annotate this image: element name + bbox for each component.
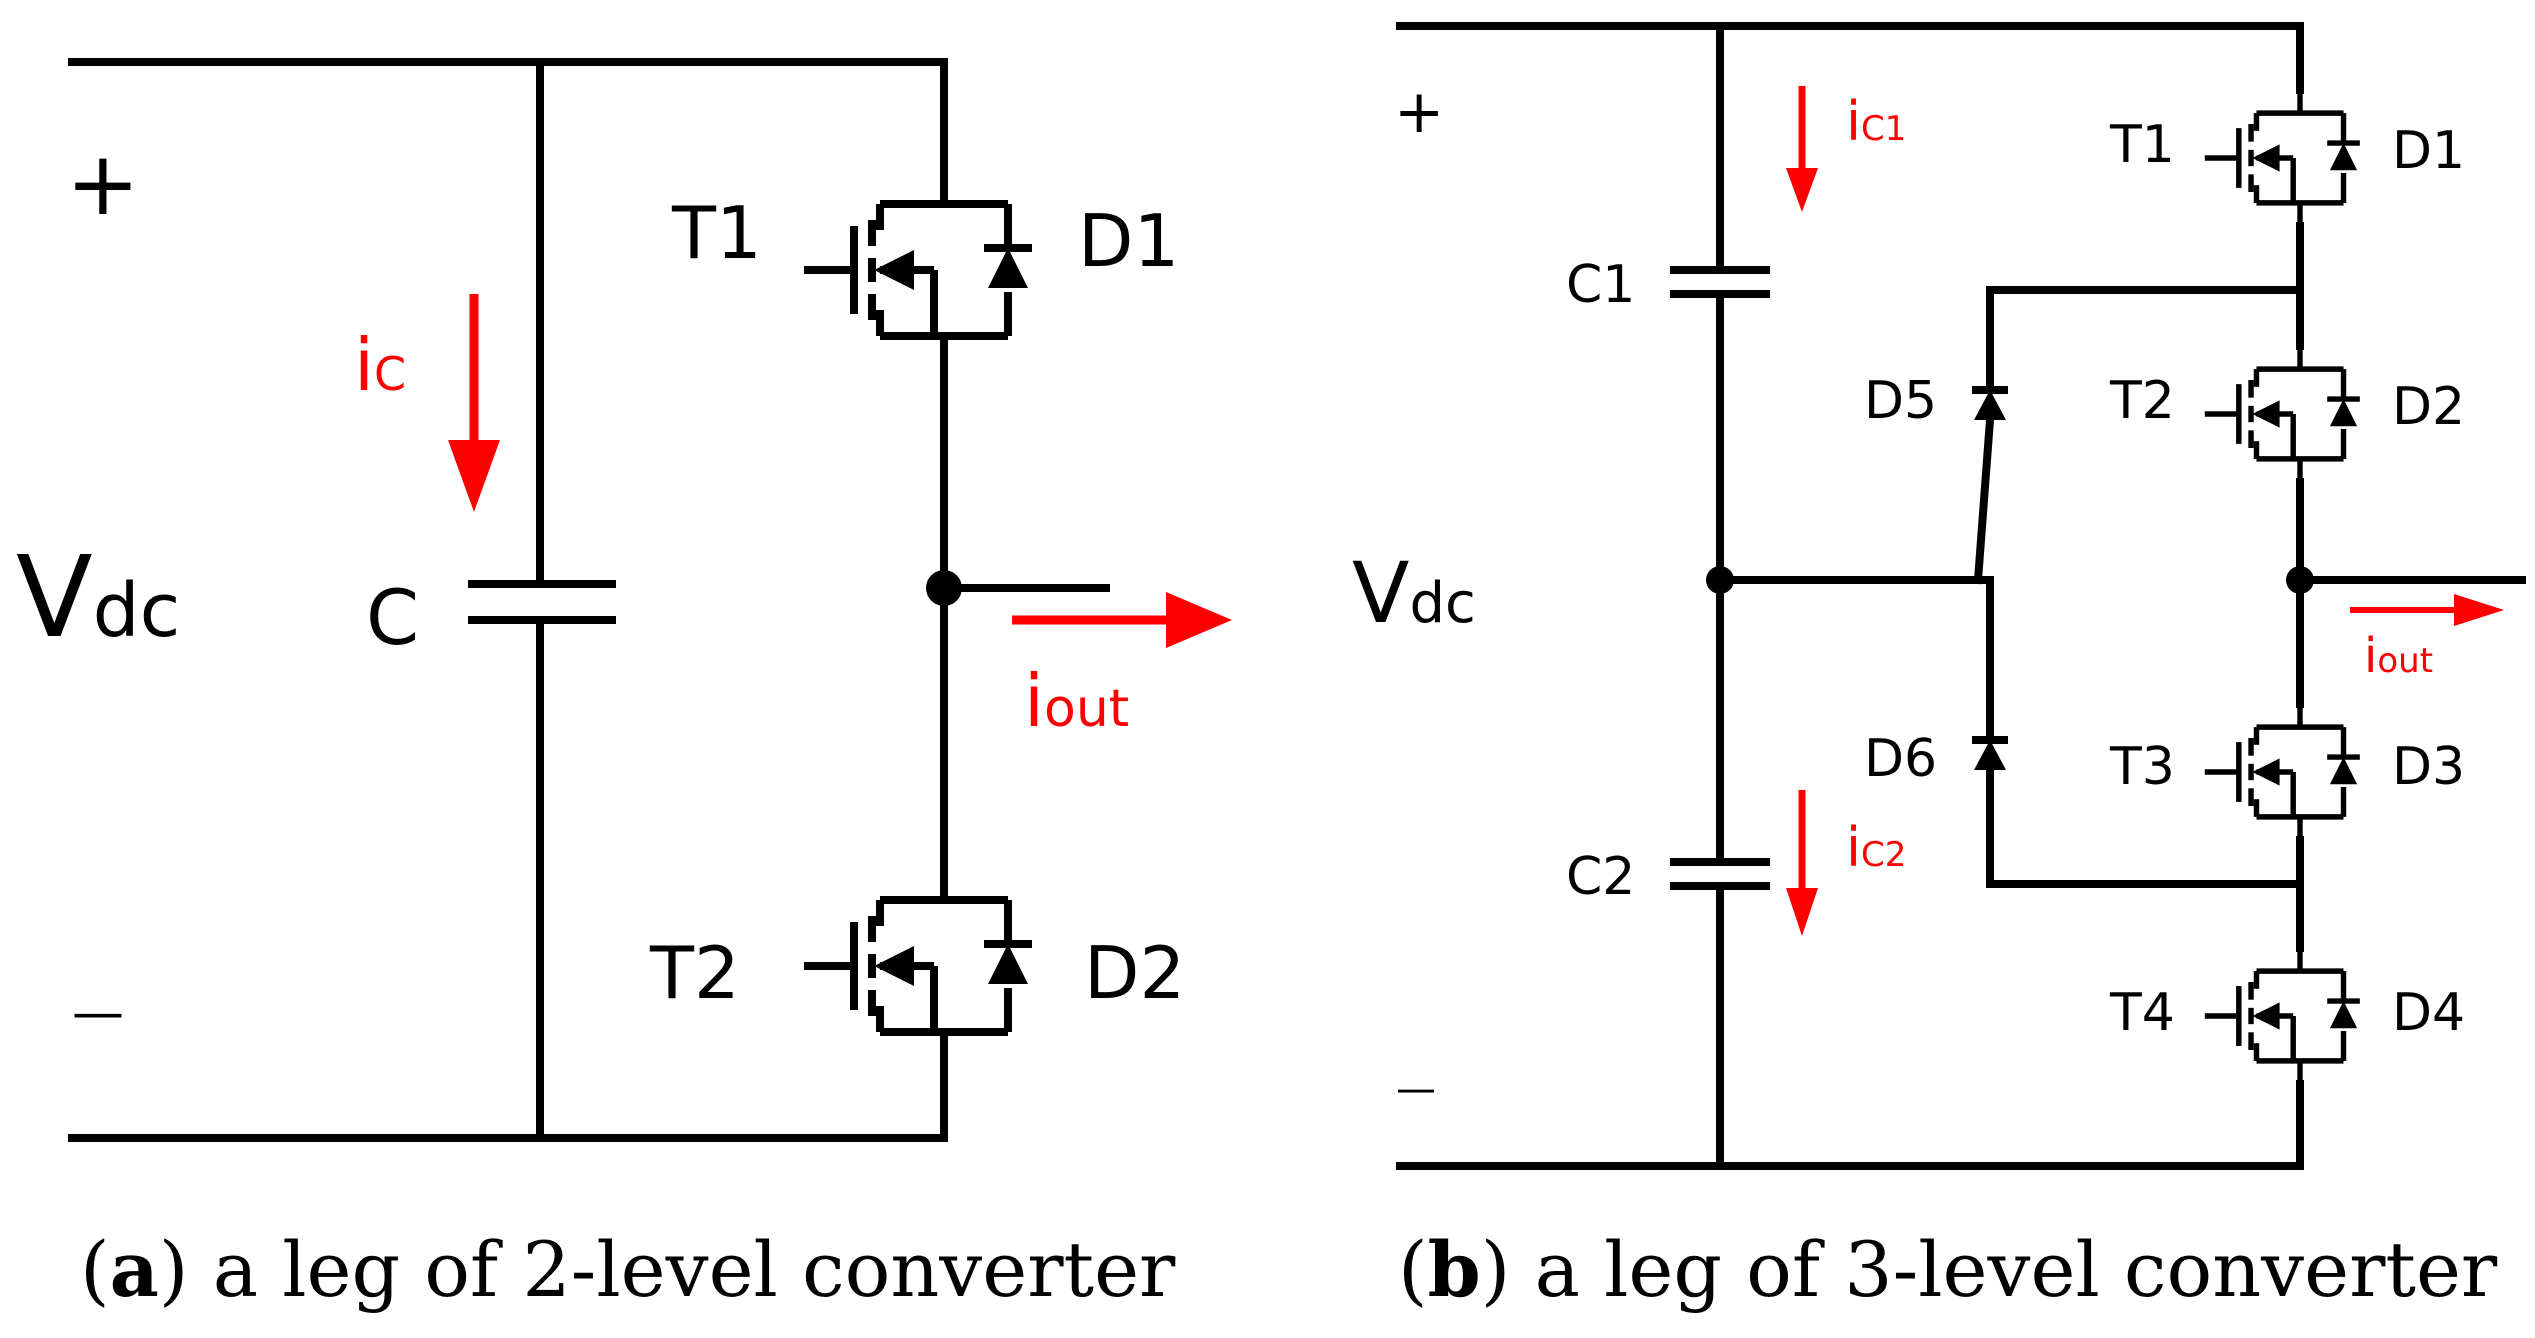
right-c1-label: C1 bbox=[1566, 255, 1635, 315]
left-iout-label: iout bbox=[1024, 659, 1129, 743]
right-t2-label: T2 bbox=[2109, 371, 2175, 431]
right-minus-label: — bbox=[1396, 1066, 1436, 1112]
right-ic2-arrow bbox=[1786, 790, 1818, 936]
right-ic1-label: iC1 bbox=[1846, 90, 1906, 153]
right-vdc-label: Vdc bbox=[1352, 544, 1476, 642]
left-caption: (a) a leg of 2-level converter bbox=[80, 1225, 1176, 1314]
right-plus-label: + bbox=[1394, 77, 1444, 147]
left-ic-label: iC bbox=[354, 323, 406, 407]
left-minus-label: — bbox=[72, 983, 124, 1043]
right-c2-label: C2 bbox=[1566, 847, 1635, 907]
right-d3-label: D3 bbox=[2392, 737, 2465, 797]
right-d6-label: D6 bbox=[1864, 729, 1937, 789]
right-d5-label: D5 bbox=[1864, 371, 1937, 431]
right-diode-d6 bbox=[1972, 736, 2008, 770]
right-d1-label: D1 bbox=[2392, 121, 2465, 181]
left-t1-label: T1 bbox=[671, 191, 762, 275]
right-switch-t4 bbox=[2205, 948, 2360, 1084]
left-switch-t2 bbox=[804, 866, 1032, 1066]
right-iout-arrow bbox=[2350, 594, 2504, 626]
right-iout-label: iout bbox=[2364, 628, 2433, 684]
right-t1-label: T1 bbox=[2109, 115, 2175, 175]
two-level-leg: + — Vdc C iC T1 D1 T2 D2 iout (a) a leg … bbox=[16, 58, 1232, 1314]
left-switch-t1 bbox=[804, 170, 1032, 370]
right-t4-label: T4 bbox=[2109, 983, 2175, 1043]
right-ic2-label: iC2 bbox=[1846, 816, 1906, 879]
left-cap-label: C bbox=[366, 573, 419, 662]
right-switch-t3 bbox=[2205, 704, 2360, 840]
right-switch-t1 bbox=[2205, 90, 2360, 226]
right-diode-d5 bbox=[1972, 386, 2008, 420]
right-d2-label: D2 bbox=[2392, 377, 2465, 437]
right-clamp-wire-2 bbox=[1973, 415, 1995, 585]
right-ic1-arrow bbox=[1786, 86, 1818, 212]
right-switch-t2 bbox=[2205, 346, 2360, 482]
left-plus-label: + bbox=[66, 132, 140, 235]
left-t2-label: T2 bbox=[649, 931, 740, 1015]
left-d1-label: D1 bbox=[1078, 199, 1179, 283]
right-d4-label: D4 bbox=[2392, 983, 2465, 1043]
left-d2-label: D2 bbox=[1084, 931, 1185, 1015]
left-vdc-label: Vdc bbox=[16, 533, 180, 663]
left-ic-arrow bbox=[448, 294, 500, 512]
right-t3-label: T3 bbox=[2109, 737, 2175, 797]
left-iout-arrow bbox=[1012, 592, 1232, 648]
right-caption: (b) a leg of 3-level converter bbox=[1398, 1225, 2498, 1314]
three-level-leg: + — Vdc C1 C2 iC1 iC2 D5 D6 T1 D1 T2 D2 … bbox=[1352, 22, 2526, 1314]
